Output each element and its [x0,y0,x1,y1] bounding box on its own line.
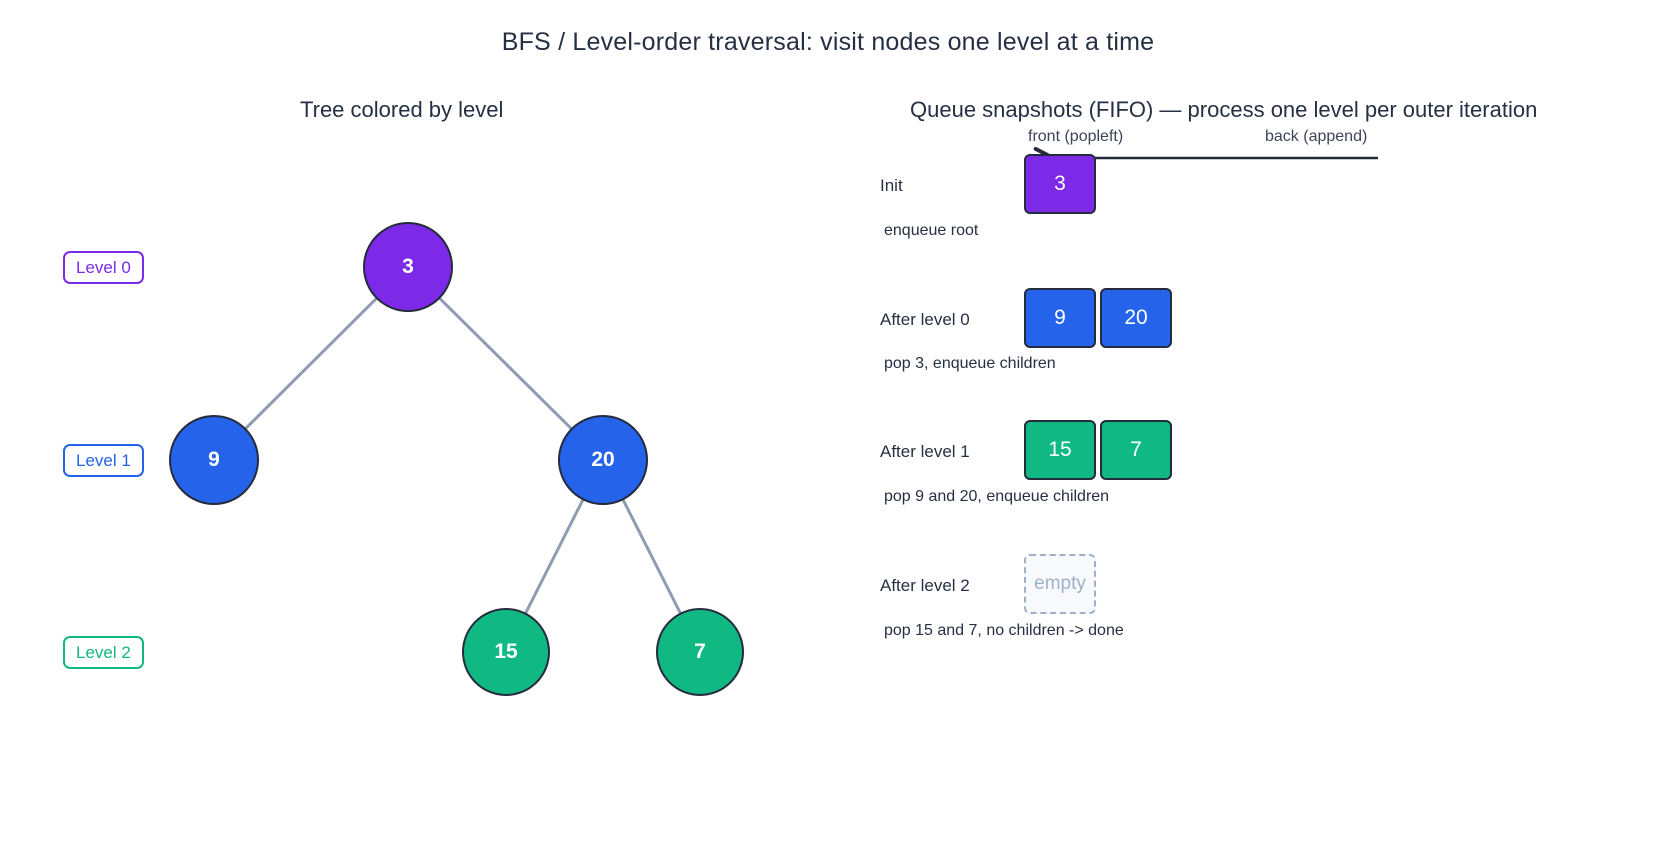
tree-node-15[interactable]: 15 [462,608,550,696]
tree-node-label: 15 [494,640,518,663]
queue-cell-label: 7 [1130,438,1142,461]
tree-edge [438,296,573,431]
queue-cells: empty [1024,554,1096,614]
queue-row-label: After level 2 [880,576,970,595]
queue-row-label: After level 1 [880,442,970,461]
tree-panel-title: Tree colored by level [300,97,504,122]
queue-cell-label: 3 [1054,172,1066,195]
queue-front-label: front (popleft) [1028,128,1124,145]
queue-cells: 9 20 [1024,288,1172,348]
queue-cell-label: empty [1034,573,1086,594]
tree-node-label: 9 [208,448,220,471]
queue-panel-title: Queue snapshots (FIFO) — process one lev… [910,97,1538,122]
queue-cells: 3 [1024,154,1096,214]
queue-cell-label: 20 [1124,306,1148,329]
queue-snapshots-panel: Queue snapshots (FIFO) — process one lev… [880,0,1656,849]
tree-node-label: 3 [402,255,414,278]
queue-row-caption: pop 15 and 7, no children -> done [884,622,1124,639]
queue-cell-empty[interactable]: empty [1024,554,1096,614]
page-title: BFS / Level-order traversal: visit nodes… [501,28,1155,56]
queue-cell-label: 15 [1048,438,1072,461]
level-badge-0: Level 0 [63,251,144,284]
level-badge-2: Level 2 [63,636,144,669]
queue-cell-7[interactable]: 7 [1100,420,1172,480]
tree-edge [524,498,585,615]
queue-cell-label: 9 [1054,306,1066,329]
tree-edges-svg [244,296,682,615]
queue-cell-15[interactable]: 15 [1024,420,1096,480]
tree-node-3[interactable]: 3 [363,222,453,312]
queue-cells: 15 7 [1024,420,1172,480]
queue-back-label: back (append) [1265,128,1368,145]
tree-diagram-panel: Tree colored by level Level 0 Level 1 Le… [63,97,744,696]
queue-direction-arrow-icon [880,0,1378,849]
tree-node-9[interactable]: 9 [169,415,259,505]
tree-node-label: 20 [591,448,615,471]
tree-node-label: 7 [694,640,706,663]
queue-cell-9[interactable]: 9 [1024,288,1096,348]
tree-edge [244,296,378,431]
queue-cell-3[interactable]: 3 [1024,154,1096,214]
queue-row-caption: pop 9 and 20, enqueue children [884,488,1110,505]
queue-row-caption: enqueue root [884,222,979,239]
tree-edge [621,498,682,615]
level-badge-1: Level 1 [63,444,144,477]
queue-row-caption: pop 3, enqueue children [884,355,1056,372]
queue-cell-20[interactable]: 20 [1100,288,1172,348]
queue-row-label: Init [880,176,903,195]
queue-row-label: After level 0 [880,310,970,329]
tree-node-7[interactable]: 7 [656,608,744,696]
tree-node-20[interactable]: 20 [558,415,648,505]
